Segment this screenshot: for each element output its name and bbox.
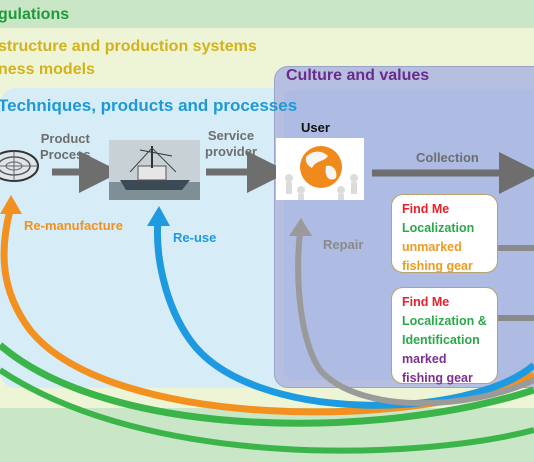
find-me-text: Find Me — [402, 295, 450, 309]
find-me-marked-box: Find Me Localization & Identification ma… — [391, 287, 498, 385]
techniques-label: Techniques, products and processes — [0, 96, 298, 115]
infrastructure-label: structure and production systems — [0, 38, 257, 55]
product-process-label: Product Process — [40, 131, 91, 163]
reuse-label: Re-use — [173, 230, 217, 245]
remanufacture-arrowhead — [0, 195, 22, 214]
service-provider-label: Service provider — [205, 128, 257, 160]
find-me-unmarked-box: Find Me Localization unmarked fishing ge… — [391, 194, 498, 273]
reuse-loop — [154, 219, 534, 409]
repair-loop — [295, 231, 534, 407]
collection-label: Collection — [416, 150, 479, 165]
service-label: Service — [207, 128, 255, 143]
fishing-net-icon — [0, 150, 39, 182]
fishing-boat-image — [109, 140, 200, 200]
repair-label: Repair — [323, 237, 364, 252]
fishing-gear-text: fishing gear — [402, 259, 473, 273]
fishing-gear-text: fishing gear — [402, 371, 473, 385]
culture-label: Culture and values — [286, 67, 430, 84]
provider-label: provider — [205, 144, 258, 159]
green-loop-arrow-2 — [0, 367, 534, 454]
unmarked-text: unmarked — [402, 240, 462, 254]
identification-text: Identification — [402, 333, 480, 347]
find-me-text: Find Me — [402, 202, 450, 216]
user-globe-image — [276, 138, 364, 200]
repair-arrowhead — [289, 218, 312, 236]
localization-text: Localization — [402, 221, 475, 235]
process-label: Process — [40, 147, 91, 162]
user-label: User — [301, 120, 330, 135]
regulations-label: gulations — [0, 6, 70, 23]
product-label: Product — [40, 131, 90, 146]
green-loop-arrow — [0, 342, 534, 427]
reuse-arrowhead — [147, 206, 170, 226]
business-models-label: ness models — [0, 61, 95, 78]
localization-text: Localization & — [402, 314, 487, 328]
marked-text: marked — [402, 352, 447, 366]
remanufacture-label: Re-manufacture — [24, 218, 123, 233]
